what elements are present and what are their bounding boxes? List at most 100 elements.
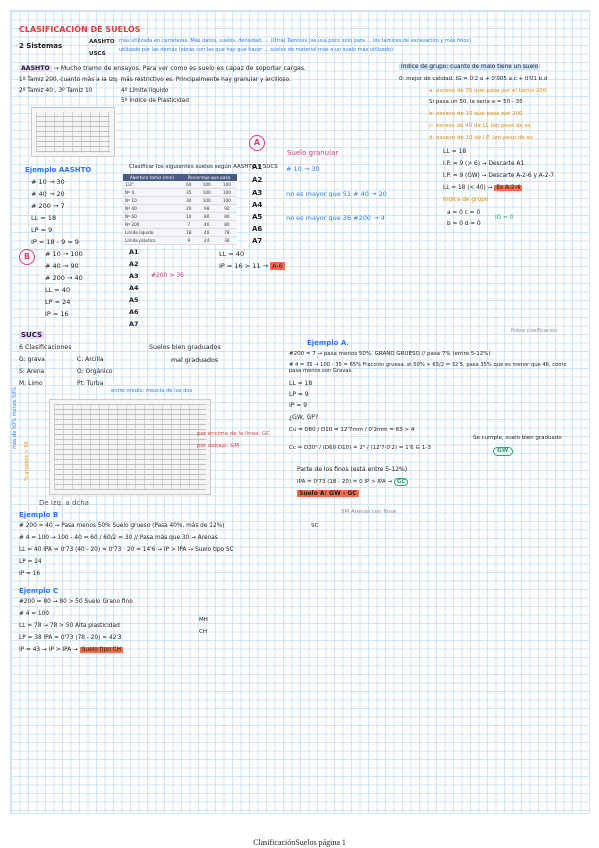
chart-thumbnail: [31, 107, 115, 157]
b-ip: IP = 16 > 11 → A-6: [219, 262, 285, 270]
b-row-6: IP = 16: [45, 310, 69, 318]
a-result-text: Suelo A: GW - GC: [297, 490, 359, 497]
b-row-2: # 40 → 90: [45, 262, 79, 270]
b-row-1: # 10 → 100: [45, 250, 83, 258]
b-sm-label: SM Arenas con finos: [341, 509, 397, 515]
eb-row-4: LP = 24: [19, 559, 42, 565]
right-ll-2: LL = 18 (< 40) → Es A-2-4: [443, 185, 523, 192]
a-arrow-1: # 10 → 30: [286, 165, 320, 173]
eb-row-5: IP = 16: [19, 571, 41, 577]
b-row-3: # 200 → 40: [45, 274, 83, 282]
a7-label: A7: [252, 237, 263, 245]
sucs-s: S: Arena: [19, 368, 45, 375]
indice-plasticidad: 5º Índice de Plasticidad: [121, 98, 189, 104]
sucs-title: 6 Clasificaciones: [19, 344, 72, 351]
a-question: ¿GW, GP?: [289, 414, 319, 421]
sucs-c: C: Arcilla: [77, 356, 104, 363]
a-cc: Cc = D30² / (D60·D10) = 2² / (12'7·0'2) …: [289, 445, 431, 451]
sucs-izq: De izq. a dcha: [39, 499, 89, 507]
ig-formula: 0: mejor de calidad. IG = 0'2 a + 0'005 …: [399, 76, 548, 82]
circle-a-marker: A: [249, 135, 265, 151]
aashto-row-5: LP = 9: [31, 226, 53, 234]
b-a-list-6: A6: [129, 308, 139, 316]
a-row-3: LL = 18: [289, 380, 313, 387]
sucs-side-1: más de 50% menos 50%: [12, 386, 18, 449]
sistemas-note-2: utilizado por las demás (obras con las q…: [119, 47, 393, 53]
sucs-pt: Pt: Turba: [77, 380, 104, 387]
a-se-cumple: Se cumple, suelo bien graduado: [473, 435, 562, 441]
aashto-row-2: # 40 → 20: [31, 190, 65, 198]
ejemplo-c-title: Ejemplo C: [19, 587, 59, 595]
b-row-5: LP = 24: [45, 298, 71, 306]
limite-liquido: 4º Límite líquido: [121, 88, 169, 94]
sistemas-note-1: más utilizada en carreteras. Más datos, …: [119, 38, 471, 44]
a-2-4-result: Es A-2-4: [494, 185, 523, 191]
eb-row-3: LL = 40 IPA = 0'73 (40 - 20) = 0'73 · 20…: [19, 547, 234, 553]
ig-title-text: Índice de grupo: cuanto de malo tiene un…: [399, 64, 541, 70]
ig-b: b: exceso de 15 que pasa por 200: [429, 111, 523, 117]
right-ip-2: I.P. = 9 (GW) → Descarte A-2-6 y A-2-7: [443, 173, 555, 179]
sucs-o: O: Orgánico: [77, 368, 113, 375]
sucs-debajo: por debajo: GM: [197, 443, 240, 449]
b-ll: LL = 40: [219, 250, 245, 258]
aashto-row-6: IP = 18 - 9 = 9: [31, 238, 80, 246]
ejemplo-aashto-title: Ejemplo AASHTO: [25, 166, 92, 174]
a-row-4: LP = 9: [289, 391, 309, 398]
sucs-mal: mal graduados: [171, 357, 219, 364]
eb-row-1: # 200 = 40 → Pasa menos 50% Suelo grueso…: [19, 523, 225, 529]
aashto-tag: AASHTO: [19, 65, 52, 72]
c-ch-label: CH: [199, 629, 207, 635]
aashto-row-4: LL = 18: [31, 214, 57, 222]
a3-label: A3: [252, 189, 263, 197]
aashto-line: AASHTO → Mucho tramo de ensayos. Para ve…: [19, 65, 306, 72]
ec-row-5-text: IP = 43 → IP > IPA →: [19, 647, 78, 653]
tamiz-2: 2º Tamiz 40 , 3º Tamiz 10: [19, 88, 93, 94]
notebook-sheet: CLASIFICACIÓN DE SUELOS 2 Sistemas AASHT…: [10, 10, 590, 814]
sucs-m: M: Limo: [19, 380, 43, 387]
ig-subtitle: Indica de grupo: [443, 197, 489, 203]
ig-c: c: exceso de 40 de LL (en peso de so: [429, 123, 531, 129]
sucs-encima: por encima de la línea: GC: [197, 431, 271, 437]
b-a-list-4: A4: [129, 284, 139, 292]
ig-a: a: exceso de 35 que pasa por el tamiz 20…: [429, 88, 547, 94]
c-mh-label: MH: [199, 617, 208, 623]
a2-label: A2: [252, 176, 263, 184]
sucs-side-2: % gruesos > 50: [24, 441, 30, 481]
b-ip-text: IP = 16 > 11 →: [219, 262, 269, 270]
a-row-5: IP = 9: [289, 402, 308, 409]
b-note: #200 > 36: [151, 272, 184, 279]
right-ll-2-text: LL = 18 (< 40) →: [443, 185, 493, 191]
ec-row-4: LP = 38 IPA = 0'73 (78 - 20) = 42'3: [19, 635, 122, 641]
a-ipa-text: IPA = 0'73 (18 - 20) = 0 IP > IPA →: [297, 479, 393, 485]
ec-row-2: # 4 = 100: [19, 611, 49, 617]
eb-row-2: # 4 = 100 → 100 - 40 = 60 / 60/2 = 30 //…: [19, 535, 218, 541]
ig-total: IG = 0: [495, 215, 514, 221]
ec-row-3: LL = 78 → 78 > 50 Alta plasticidad: [19, 623, 120, 629]
ig-values-2: b = 0 d = 0: [447, 221, 481, 227]
sucs-label: SUCS: [19, 331, 45, 339]
sucs-g: G: grava: [19, 356, 45, 363]
a5-label: A5: [252, 213, 263, 221]
b-row-4: LL = 40: [45, 286, 71, 294]
page-footer: ClasificaciónSuelos página 1: [253, 838, 346, 847]
sucs-bien: Suelos bien graduados: [149, 344, 221, 351]
aashto-label: AASHTO: [89, 39, 115, 45]
a1-label: A1: [252, 163, 263, 171]
table-caption: Clasificar los siguientes suelos según A…: [129, 164, 278, 170]
sucs-tag: SUCS: [19, 331, 45, 339]
b-a-list-1: A1: [129, 248, 139, 256]
b-a-list-5: A5: [129, 296, 139, 304]
ig-example: Si pasa un 50, la sería a = 50 - 35: [429, 99, 523, 105]
pobre-label: Pobre clasificación: [511, 328, 558, 334]
b-sc-label: SC: [311, 523, 319, 529]
a4-label: A4: [252, 201, 263, 209]
a-gc: GC: [393, 478, 409, 486]
b-a-list-2: A2: [129, 260, 139, 268]
